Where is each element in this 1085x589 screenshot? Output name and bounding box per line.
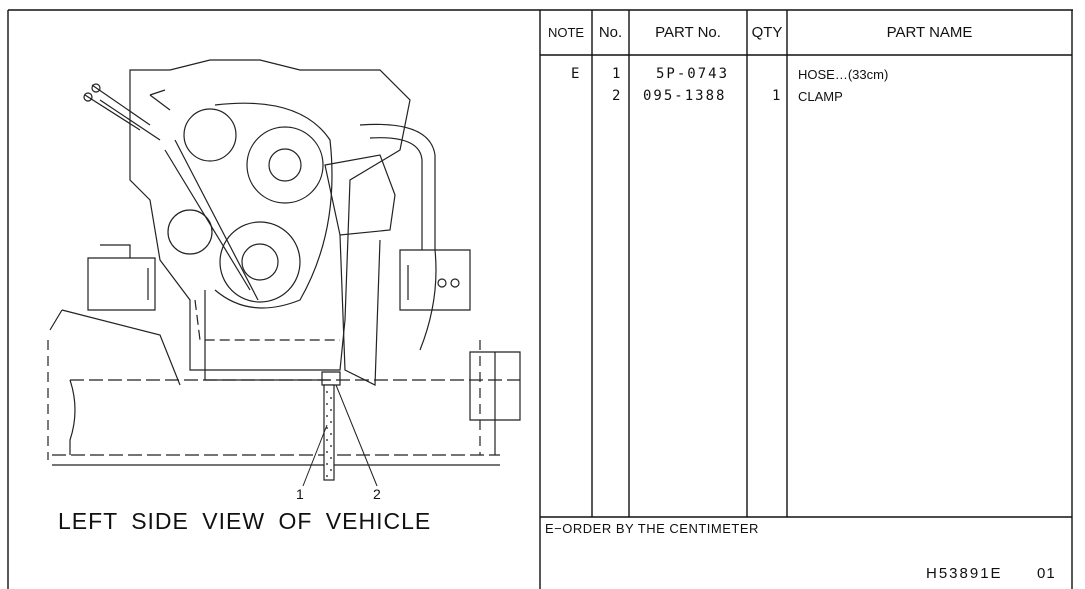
order-footnote: E−ORDER BY THE CENTIMETER (545, 521, 759, 536)
figure-caption: LEFT SIDE VIEW OF VEHICLE (58, 508, 432, 534)
row-note: E (571, 66, 580, 82)
engine-illustration (47, 59, 521, 487)
page-number: 01 (1037, 565, 1056, 582)
callout-2: 2 (373, 486, 381, 502)
row-part-name: CLAMP (798, 89, 843, 104)
header-note: NOTE (547, 25, 585, 40)
document-code: H53891E (926, 565, 1003, 582)
row-part-no: 095-1388 (643, 88, 727, 104)
header-qty: QTY (751, 24, 783, 41)
header-part-name: PART NAME (886, 24, 973, 41)
row-part-no: 5P-0743 (656, 66, 730, 82)
row-no: 1 (612, 66, 621, 82)
callout-1: 1 (296, 486, 304, 502)
header-no: No. (598, 24, 623, 41)
row-part-name: HOSE…(33cm) (798, 67, 889, 82)
row-no: 2 (612, 88, 621, 104)
header-part-no: PART No. (655, 24, 721, 41)
row-qty: 1 (772, 88, 781, 104)
